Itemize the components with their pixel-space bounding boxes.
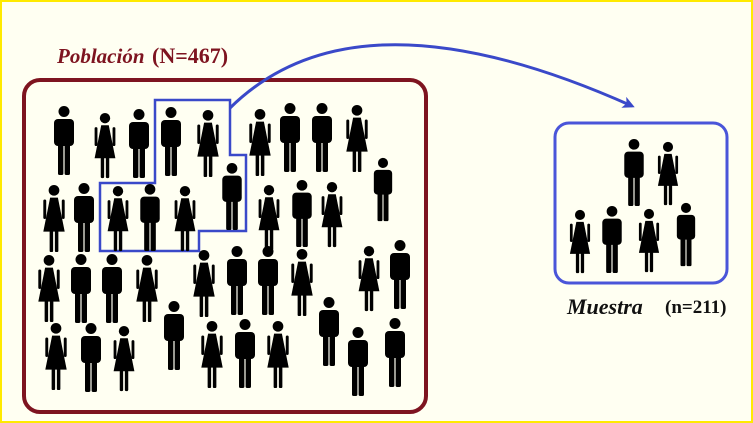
man-figure-icon [74,183,94,252]
man-figure-icon [102,254,122,323]
man-figure-icon [71,254,91,323]
man-figure-icon [676,202,696,267]
man-figure-icon [227,246,247,315]
selection-outline [98,98,248,253]
sample-count: (n=211) [665,297,727,318]
woman-figure-icon [193,249,215,318]
man-figure-icon [258,246,278,315]
man-figure-icon [164,301,184,370]
woman-figure-icon [346,104,368,173]
woman-figure-icon [197,109,219,178]
sample-box [553,121,729,285]
woman-figure-icon [38,254,60,323]
man-figure-icon [292,179,312,248]
woman-figure-icon [201,320,223,389]
man-figure-icon [54,106,74,175]
man-figure-icon [235,319,255,388]
man-figure-icon [390,240,410,309]
woman-figure-icon [45,322,67,391]
woman-figure-icon [638,208,660,273]
population-count: (N=467) [152,43,229,68]
woman-figure-icon [291,248,313,317]
woman-figure-icon [249,108,271,177]
sample-figures [569,138,696,274]
woman-figure-icon [657,141,679,206]
man-figure-icon [81,323,101,392]
woman-figure-icon [113,325,135,392]
sampling-arrow [228,43,635,110]
woman-figure-icon [94,112,116,179]
sample-label: Muestra [567,294,643,319]
woman-figure-icon [107,185,129,252]
man-figure-icon [319,297,339,366]
woman-figure-icon [136,254,158,323]
woman-figure-icon [43,184,65,253]
woman-figure-icon [321,181,343,248]
man-figure-icon [140,183,160,252]
woman-figure-icon [569,209,591,274]
man-figure-icon [312,103,332,172]
man-figure-icon [161,107,181,176]
man-figure-icon [129,109,149,178]
population-label: Población [57,44,145,68]
woman-figure-icon [174,185,196,252]
man-figure-icon [624,138,644,207]
man-figure-icon [602,205,622,274]
man-figure-icon [348,327,368,396]
population-figures [38,103,410,396]
woman-figure-icon [358,245,380,312]
woman-figure-icon [267,320,289,389]
man-figure-icon [385,318,405,387]
woman-figure-icon [258,184,280,251]
population-box [22,78,428,414]
man-figure-icon [280,103,300,172]
man-figure-icon [373,157,393,222]
man-figure-icon [222,162,242,231]
